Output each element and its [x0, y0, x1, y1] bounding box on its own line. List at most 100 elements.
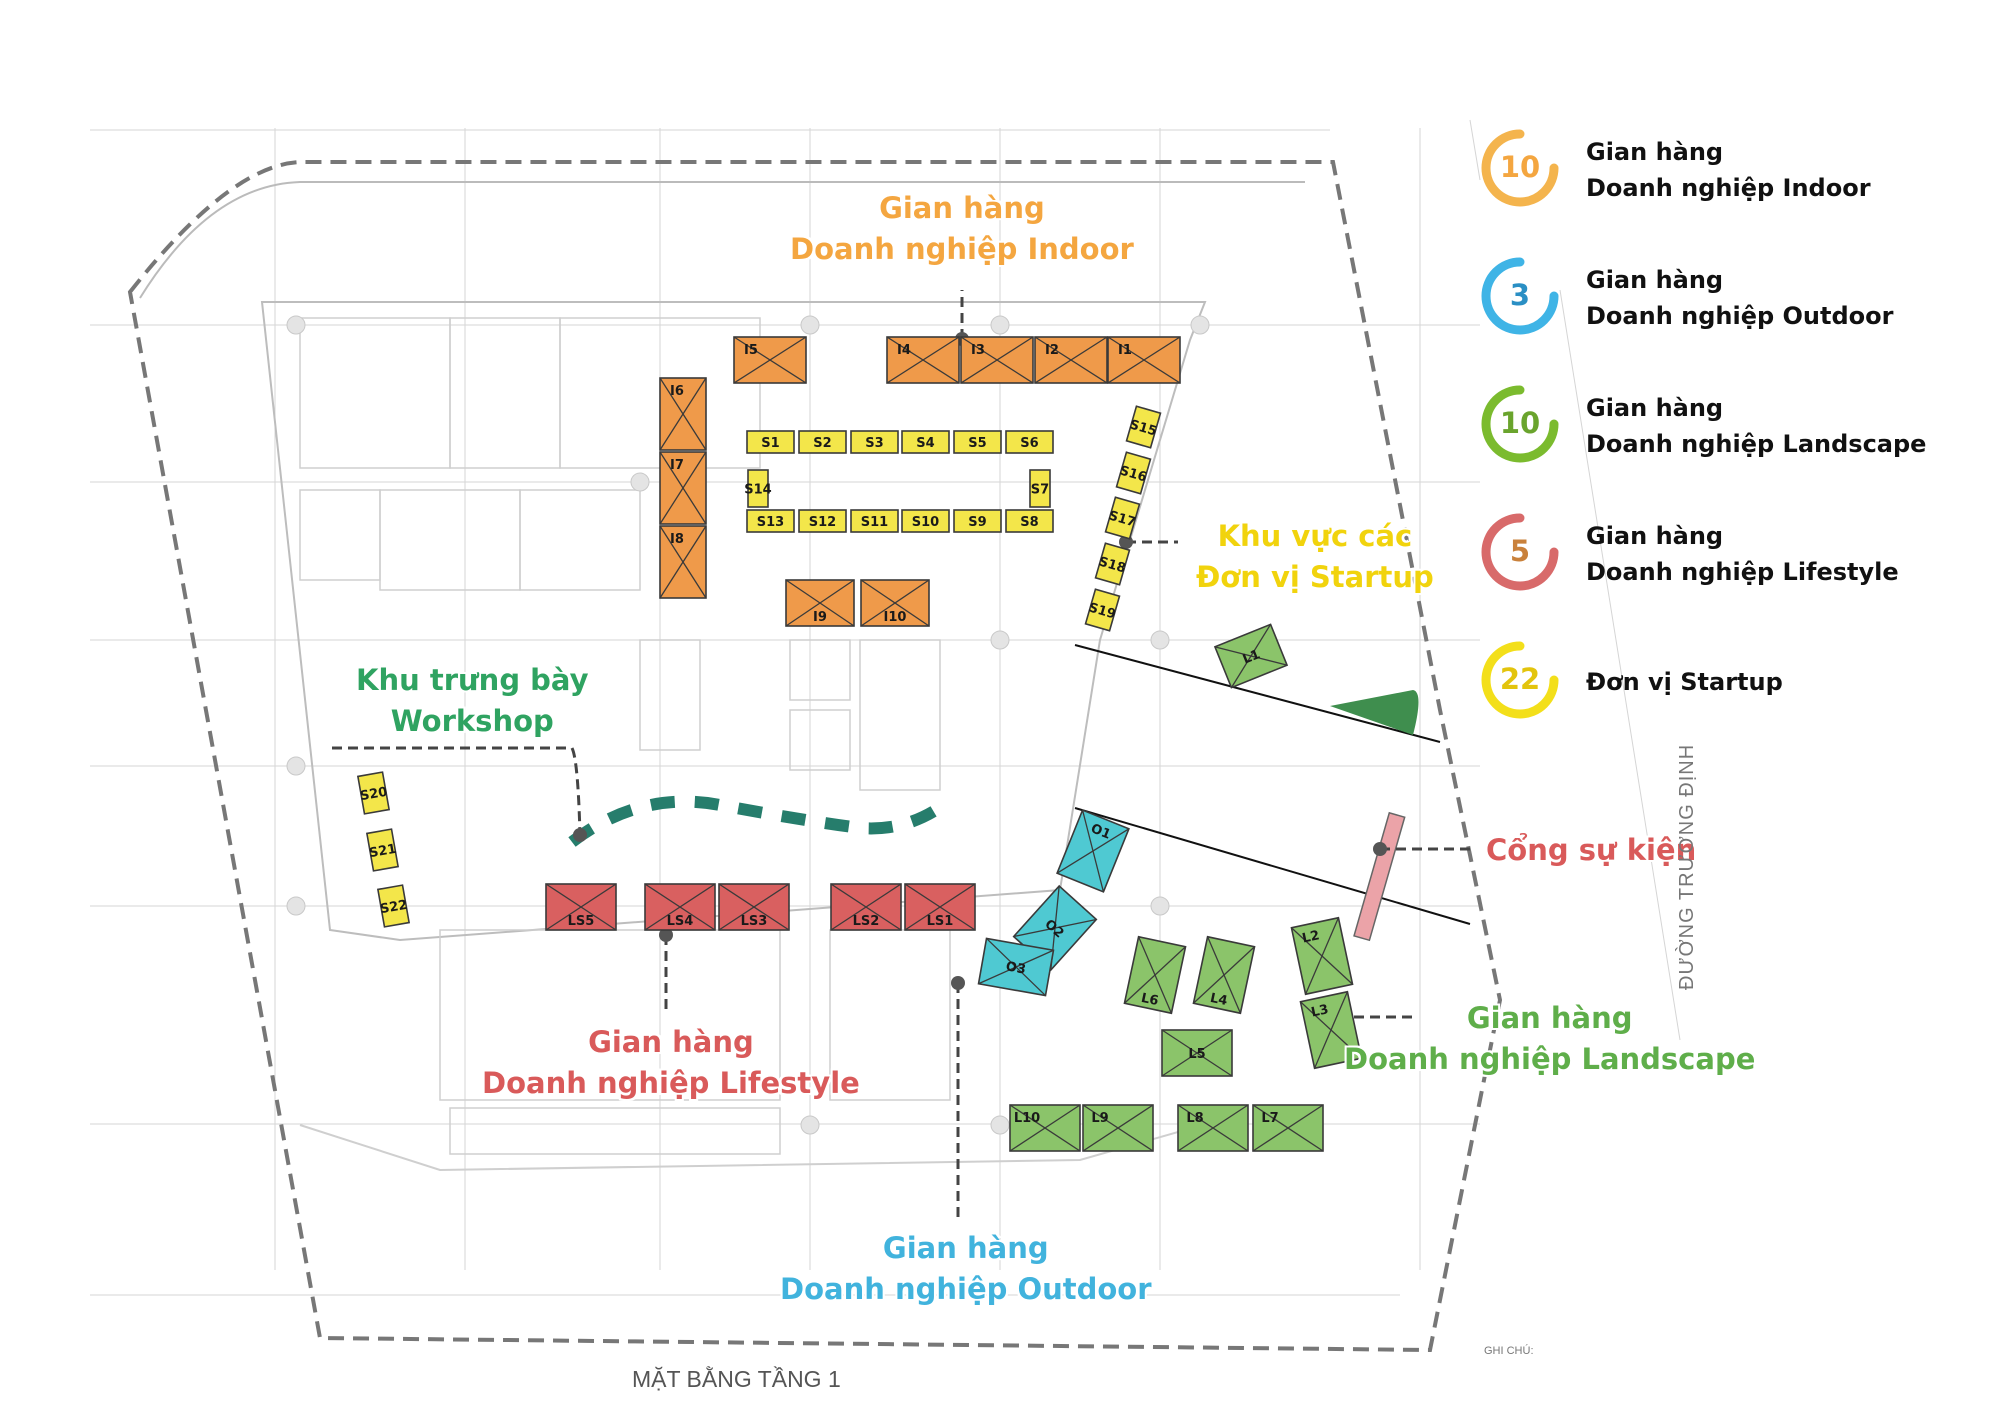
- legend-count: 10: [1499, 150, 1541, 184]
- booth-label: S7: [1031, 483, 1049, 498]
- booth-label: I5: [744, 343, 758, 358]
- booth-shape: [1084, 588, 1121, 632]
- booth-cross: [659, 377, 707, 451]
- booth-i9: I9: [785, 579, 855, 627]
- garden-island: [1330, 690, 1419, 735]
- booth-label: L2: [1301, 928, 1321, 946]
- booth-s12: S12: [798, 509, 847, 533]
- booth-i2: I2: [1034, 336, 1108, 384]
- event-gate: [1353, 811, 1406, 942]
- booth-label: I1: [1118, 343, 1132, 358]
- booth-cross: [1177, 1104, 1249, 1152]
- booth-shape: [901, 430, 950, 454]
- booth-label: L8: [1186, 1111, 1203, 1126]
- booth-label: LS4: [667, 914, 694, 929]
- booth-label: I3: [971, 343, 985, 358]
- booth-ls2: LS2: [830, 883, 902, 931]
- booth-shape: [1005, 430, 1054, 454]
- booth-o1: O1: [1056, 809, 1130, 893]
- booth-i10: I10: [860, 579, 930, 627]
- building-outline: [260, 301, 1207, 942]
- booth-shape: [356, 771, 391, 815]
- leader-lines: [332, 290, 1476, 1222]
- legend-label: Đơn vị Startup: [1586, 668, 1783, 696]
- count-ring-icon: [1481, 257, 1559, 335]
- booth-cross: [718, 883, 790, 931]
- booth-shape: [376, 884, 411, 928]
- workshop-display-line: [568, 795, 954, 847]
- booth-label: O1: [1089, 821, 1113, 842]
- booth-cross: [545, 883, 617, 931]
- booth-label: S19: [1087, 600, 1118, 622]
- booth-s20: S20: [356, 771, 391, 815]
- booth-label: S9: [968, 515, 986, 530]
- booth-label: S12: [809, 515, 836, 530]
- booth-label: L6: [1140, 991, 1160, 1009]
- booth-shape: [850, 509, 899, 533]
- booth-label: I4: [897, 343, 911, 358]
- booth-cross: [1313, 991, 1349, 1069]
- booth-l6: L6: [1123, 935, 1187, 1015]
- booth-shape: [850, 430, 899, 454]
- booth-i8: I8: [659, 525, 707, 599]
- booth-label: I10: [884, 610, 907, 625]
- booth-label: S11: [861, 515, 888, 530]
- booth-label: S8: [1020, 515, 1038, 530]
- booth-cross: [978, 949, 1054, 985]
- booth-label: S3: [865, 436, 883, 451]
- booth-cross: [644, 883, 716, 931]
- booth-ls3: LS3: [718, 883, 790, 931]
- drive-path: [299, 1119, 1221, 1172]
- booth-label: LS2: [853, 914, 880, 929]
- booth-s1: S1: [746, 430, 795, 454]
- booth-shape: [798, 509, 847, 533]
- booth-label: LS3: [741, 914, 768, 929]
- legend-count: 3: [1509, 278, 1531, 312]
- booth-s6: S6: [1005, 430, 1054, 454]
- booth-ls4: LS4: [644, 883, 716, 931]
- booth-label: I8: [670, 532, 684, 547]
- booth-s5: S5: [953, 430, 1002, 454]
- booth-l8: L8: [1177, 1104, 1249, 1152]
- booth-shape: [901, 509, 950, 533]
- booth-shape: [1104, 496, 1141, 540]
- booth-l4: L4: [1192, 935, 1256, 1015]
- booth-l3: L3: [1299, 990, 1363, 1070]
- booth-label: L9: [1091, 1111, 1108, 1126]
- booth-s2: S2: [798, 430, 847, 454]
- booth-label: S6: [1020, 436, 1038, 451]
- booth-label: S10: [912, 515, 939, 530]
- booth-i5: I5: [733, 336, 807, 384]
- booth-l1: L1: [1213, 623, 1289, 689]
- booth-cross: [785, 579, 855, 627]
- booth-cross: [1107, 336, 1181, 384]
- booth-label: S4: [916, 436, 934, 451]
- booth-label: O3: [1005, 959, 1027, 977]
- booth-shape: [1005, 509, 1054, 533]
- legend-item-startup: 22 Đơn vị Startup: [1480, 640, 1960, 768]
- booth-cross: [1193, 946, 1255, 1004]
- zone-label-gate: Cổng sự kiện: [1486, 833, 1697, 867]
- booth-s11: S11: [850, 509, 899, 533]
- booth-label: LS1: [927, 914, 954, 929]
- booth-label: S5: [968, 436, 986, 451]
- booth-l5: L5: [1161, 1029, 1233, 1077]
- site-inner-line: [139, 181, 1305, 299]
- booth-cross: [659, 451, 707, 525]
- booth-label: L1: [1241, 647, 1263, 667]
- booth-cross: [830, 883, 902, 931]
- booth-s13: S13: [746, 509, 795, 533]
- zone-line-upper: [1074, 644, 1441, 743]
- booth-label: I9: [813, 610, 827, 625]
- booth-shape: [747, 469, 769, 508]
- booth-label: S15: [1128, 417, 1159, 439]
- booth-i6: I6: [659, 377, 707, 451]
